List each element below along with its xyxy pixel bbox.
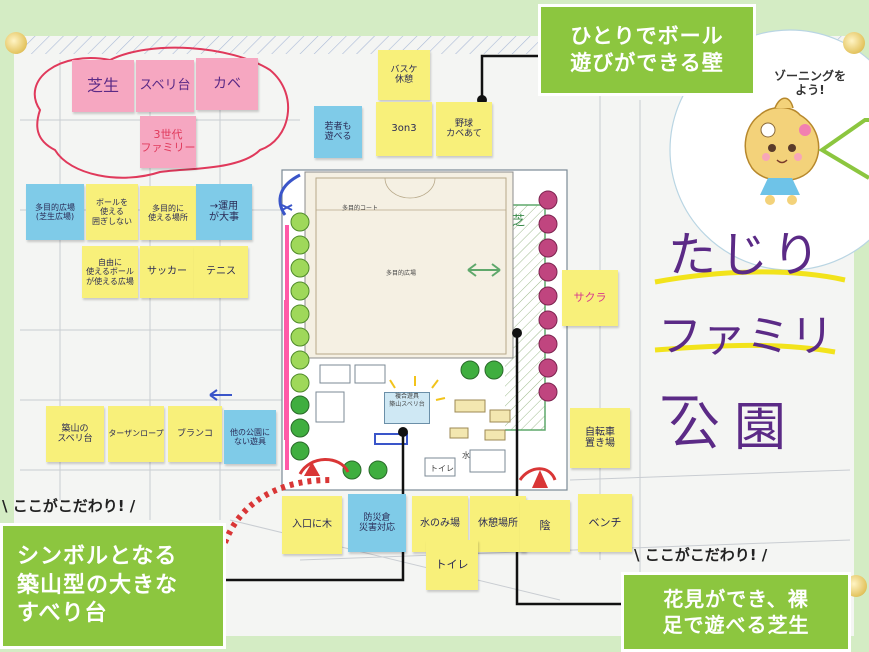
- note-hoka-nai-yugu: 他の公園に ない遊具: [224, 410, 276, 464]
- note-sansedai: 3世代 ファミリー: [140, 116, 196, 168]
- note-sakura: サクラ: [562, 270, 618, 326]
- poster-title-line-3: 公園: [668, 398, 801, 458]
- note-buranko: ブランコ: [168, 406, 222, 462]
- note-wakamono: 若者も 遊べる: [314, 106, 362, 158]
- note-basuke: バスケ 休憩: [378, 50, 430, 100]
- note-iriguchi-ki: 入口に木: [282, 496, 342, 554]
- note-kage: 陰: [520, 500, 570, 552]
- note-unei: →運用 が大事: [196, 184, 252, 240]
- mascot-illustration: [744, 97, 820, 205]
- circle-caption: ゾーニングを よう!: [773, 69, 846, 97]
- note-churinjo: 自転車 置き場: [570, 408, 630, 468]
- map-shiba-label: 芝: [512, 214, 526, 229]
- note-tennis: テニス: [194, 246, 248, 298]
- emphasis-right: \ ここがこだわり! /: [634, 546, 768, 564]
- map-court-label: 多目的広場: [386, 270, 417, 277]
- note-soccer: サッカー: [140, 246, 194, 298]
- note-bousai: 防災倉 災害対応: [348, 494, 406, 552]
- callout-right: 花見ができ、裸 足で遊べる芝生: [621, 572, 851, 652]
- map-toilet-label: トイレ: [430, 464, 454, 473]
- callout-leader-lines: [225, 54, 621, 606]
- note-tamokuteki-hiroba: 多目的広場 (芝生広場): [26, 184, 84, 240]
- note-jiyuu-hiroba: 自由に 使えるボール が使える広場: [82, 246, 138, 298]
- map-fukugo-label: 複合遊具 築山スベリ台: [384, 392, 430, 424]
- note-shibafu: 芝生: [72, 60, 134, 112]
- callout-top: ひとりでボール 遊びができる壁: [538, 4, 756, 96]
- note-3on3: 3on3: [376, 102, 432, 156]
- note-ball-tsukaeru: ボールを 使える 囲ぎしない: [86, 184, 138, 240]
- emphasis-left: \ ここがこだわり! /: [2, 497, 136, 515]
- note-kabe: カベ: [196, 58, 258, 110]
- callout-left: シンボルとなる 築山型の大きな すべり台: [0, 523, 226, 649]
- note-tamokuteki-basho: 多目的に 使える場所: [140, 186, 196, 240]
- poster-title-line-1: たじり: [668, 227, 825, 283]
- pushpin: [5, 32, 27, 54]
- note-kabeate: 野球 カベあて: [436, 102, 492, 156]
- map-court-top-label: 多目的コート: [342, 205, 379, 212]
- poster-title-line-2: ファミリー: [658, 311, 834, 426]
- note-toilet: トイレ: [426, 540, 478, 590]
- map-mizu-label: 水: [462, 451, 470, 460]
- note-tarzan-rope: ターザンロープ: [108, 406, 164, 462]
- note-tsukiyama-suberidai: 築山の スベリ台: [46, 406, 104, 462]
- note-kyukei: 休憩場所: [470, 496, 526, 552]
- note-suberidai: スベリ台: [136, 60, 194, 112]
- pushpin: [843, 32, 865, 54]
- note-bench: ベンチ: [578, 494, 632, 552]
